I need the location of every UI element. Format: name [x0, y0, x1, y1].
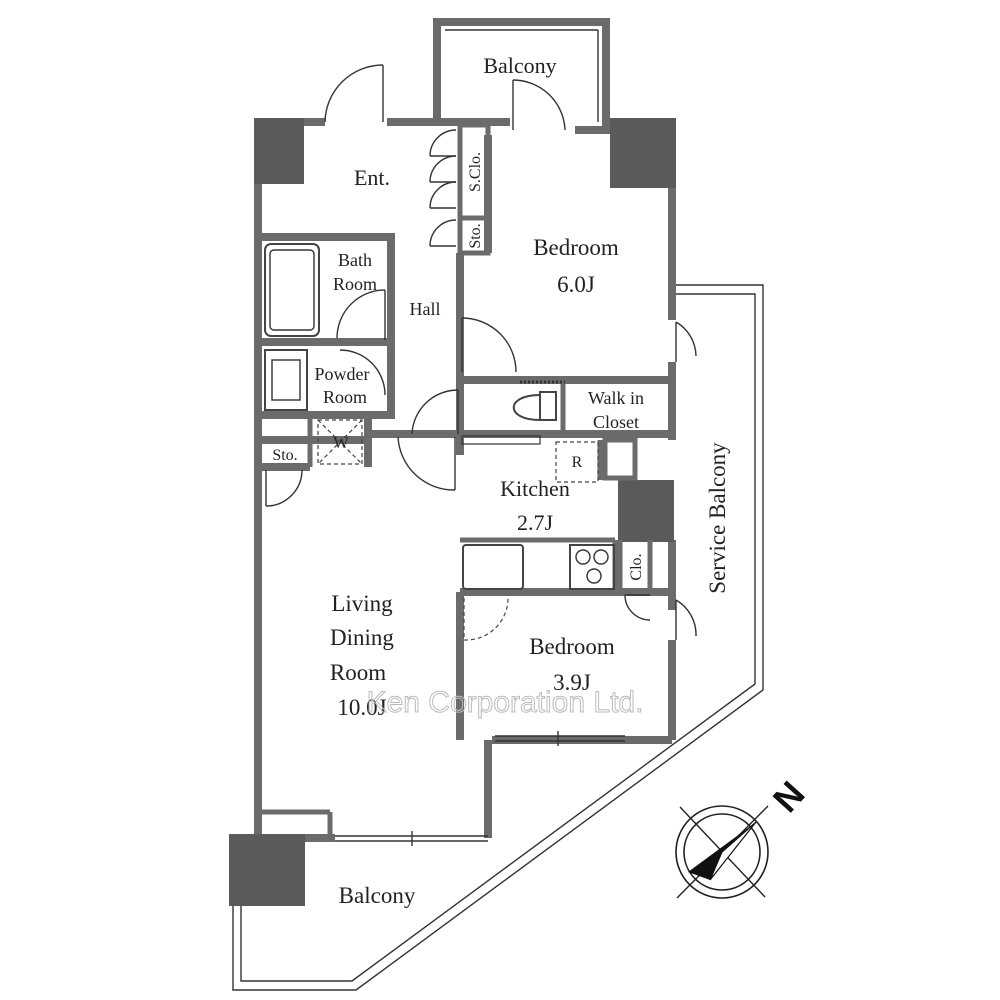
column [229, 834, 305, 906]
fridge-space [555, 441, 599, 483]
column [254, 118, 304, 184]
compass-icon [675, 805, 769, 899]
balcony-bottom-label: Balcony [339, 883, 416, 908]
watermark: Ken Corporation Ltd. [367, 686, 644, 719]
kitchen-stove [569, 544, 615, 590]
shoe-closet-label: S.Clo. [467, 152, 484, 192]
interior-walls [254, 122, 672, 834]
powder-label-line1: Powder [315, 364, 370, 384]
ldk-label-line1: Living [331, 591, 393, 616]
entrance-label: Ent. [354, 165, 390, 190]
compass-north-label: N [765, 773, 813, 820]
balcony-top-outline [433, 18, 610, 130]
kitchen-size: 2.7J [517, 510, 554, 535]
kitchen-name: Kitchen [500, 476, 570, 501]
washer-label: W [333, 435, 349, 452]
column [610, 118, 676, 188]
fridge-label: R [572, 454, 583, 471]
bedroom2-name: Bedroom [529, 634, 615, 659]
hall-label: Hall [410, 299, 441, 319]
doors [265, 64, 697, 641]
bath-label-line2: Room [333, 274, 377, 294]
storage-top-label: Sto. [467, 223, 484, 248]
walkin-label-line2: Closet [593, 412, 639, 432]
bedroom1-name: Bedroom [533, 235, 619, 260]
vent-strip [461, 380, 565, 445]
toilet [512, 391, 557, 421]
balcony-top-label: Balcony [483, 53, 556, 78]
washer-pan [317, 419, 363, 465]
washbasin [264, 349, 308, 411]
bedroom2-size: 3.9J [553, 670, 591, 695]
windows [335, 731, 625, 846]
ldk-label-line3: Room [330, 660, 386, 685]
bedroom1-size: 6.0J [557, 272, 595, 297]
service-balcony-outline [232, 284, 764, 991]
ldk-size: 10.0J [337, 695, 386, 720]
column [618, 480, 674, 542]
service-balcony-label: Service Balcony [705, 442, 730, 594]
closet-label: Clo. [628, 553, 645, 580]
ldk-label-line2: Dining [330, 625, 394, 650]
powder-label-line2: Room [323, 387, 367, 407]
kitchen-sink [462, 544, 524, 590]
bathtub [264, 243, 320, 337]
storage-left-label: Sto. [272, 447, 297, 464]
walkin-label-line1: Walk in [588, 388, 644, 408]
bath-label-line1: Bath [338, 250, 372, 270]
